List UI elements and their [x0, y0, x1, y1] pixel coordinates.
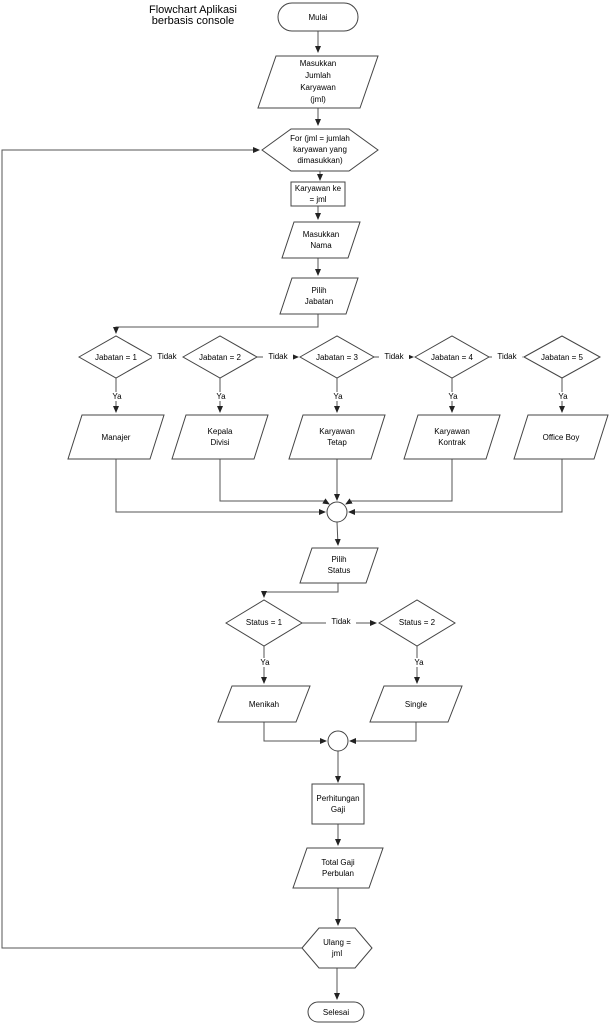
node-label-karyawan-tetap: Karyawan Tetap	[319, 427, 355, 447]
node-label-menikah: Menikah	[248, 700, 280, 709]
shape-selesai-terminator	[307, 1001, 365, 1023]
shape-office-boy-parallelogram	[513, 414, 609, 460]
node-label-status1: Status = 1	[245, 618, 283, 627]
shape-jabatan2-diamond	[181, 335, 259, 379]
edge-single-to-junction2	[349, 722, 417, 744]
edge-label-tidak-status: Tidak	[326, 617, 356, 626]
node-label-for-loop: For (jml = jumlah karyawan yang dimasukk…	[290, 134, 350, 165]
edge-label-ya-2: Ya	[212, 392, 230, 401]
edge-officeboy-to-junction	[348, 459, 563, 515]
node-label-office-boy: Office Boy	[542, 433, 580, 442]
node-label-pilih-status: Pilih Status	[327, 555, 351, 575]
node-label-ulang: Ulang = jml	[323, 938, 351, 958]
node-label-jabatan5: Jabatan = 5	[540, 353, 584, 362]
shape-single-parallelogram	[369, 685, 463, 723]
shape-karyawan-tetap-parallelogram	[288, 414, 386, 460]
shape-total-gaji-parallelogram	[292, 847, 384, 889]
edge-pilihjabatan-to-jabatan1	[113, 314, 319, 334]
shape-karyawan-kontrak-parallelogram	[403, 414, 501, 460]
node-label-perhitungan-gaji: Perhitungan Gaji	[316, 794, 360, 814]
shape-kepala-divisi-parallelogram	[171, 414, 269, 460]
connectors	[1, 31, 565, 1000]
shape-menikah-parallelogram	[217, 685, 311, 723]
shape-manajer-parallelogram	[67, 414, 165, 460]
node-label-selesai: Selesai	[322, 1008, 350, 1017]
node-label-manajer: Manajer	[101, 433, 131, 442]
node-label-masukkan-nama: Masukkan Nama	[302, 230, 340, 250]
edge-label-ya-5: Ya	[554, 392, 572, 401]
shape-jabatan3-diamond	[298, 335, 376, 379]
node-label-total-gaji: Total Gaji Perbulan	[321, 858, 355, 878]
edge-kepaladivisi-to-junction	[219, 459, 330, 505]
shape-junction2-connector	[327, 730, 349, 752]
node-label-masukkan-jumlah: Masukkan Jumlah Karyawan (jml)	[299, 59, 337, 104]
edge-label-tidak-1: Tidak	[152, 352, 182, 361]
edge-label-tidak-2: Tidak	[263, 352, 293, 361]
edge-label-ya-3: Ya	[329, 392, 347, 401]
shape-mulai-terminator	[277, 2, 359, 32]
diagram-title-line1: Flowchart Aplikasi	[148, 4, 238, 16]
shape-ulang-hexagon	[301, 927, 373, 969]
node-label-karyawan-ke: Karyawan ke = jml	[294, 184, 342, 204]
edge-kontrak-to-junction	[345, 459, 453, 505]
edge-junction1-to-pilihstatus	[334, 521, 341, 546]
node-label-single: Single	[404, 700, 428, 709]
shape-pilih-status-parallelogram	[299, 547, 379, 584]
shape-masukkan-nama-parallelogram	[281, 221, 361, 259]
node-label-jabatan4: Jabatan = 4	[430, 353, 474, 362]
shape-karyawan-ke-rect	[290, 181, 346, 207]
node-label-kepala-divisi: Kepala Divisi	[207, 427, 233, 447]
edge-ulang-loopback-to-for	[1, 147, 302, 949]
node-label-jabatan1: Jabatan = 1	[94, 353, 138, 362]
edge-label-tidak-3: Tidak	[379, 352, 409, 361]
node-label-status2: Status = 2	[398, 618, 436, 627]
shape-pilih-jabatan-parallelogram	[279, 277, 359, 315]
node-label-mulai: Mulai	[308, 13, 328, 22]
node-label-jabatan3: Jabatan = 3	[315, 353, 359, 362]
edge-label-ya-status1: Ya	[256, 658, 274, 667]
node-label-karyawan-kontrak: Karyawan Kontrak	[434, 427, 470, 447]
shape-for-loop-hexagon	[261, 128, 379, 172]
edge-label-ya-status2: Ya	[410, 658, 428, 667]
shape-status2-diamond	[378, 599, 456, 647]
node-label-jabatan2: Jabatan = 2	[198, 353, 242, 362]
shape-status1-diamond	[225, 599, 303, 647]
diagram-title: Flowchart Aplikasi berbasis console	[130, 5, 256, 27]
shape-jabatan5-diamond	[522, 335, 602, 379]
shape-masukkan-jumlah-parallelogram	[257, 55, 379, 109]
nodes	[67, 2, 609, 1023]
edge-pilihstatus-to-status1	[261, 583, 339, 598]
edge-manajer-to-junction	[115, 459, 326, 515]
shape-junction1-connector	[326, 501, 348, 523]
node-label-pilih-jabatan: Pilih Jabatan	[304, 286, 334, 306]
edge-label-tidak-4: Tidak	[492, 352, 522, 361]
edge-label-ya-4: Ya	[444, 392, 462, 401]
edge-menikah-to-junction2	[263, 722, 327, 744]
shape-perhitungan-gaji-rect	[311, 783, 365, 825]
shape-jabatan4-diamond	[413, 335, 491, 379]
diagram-title-line2: berbasis console	[151, 15, 235, 27]
edge-label-ya-1: Ya	[108, 392, 126, 401]
